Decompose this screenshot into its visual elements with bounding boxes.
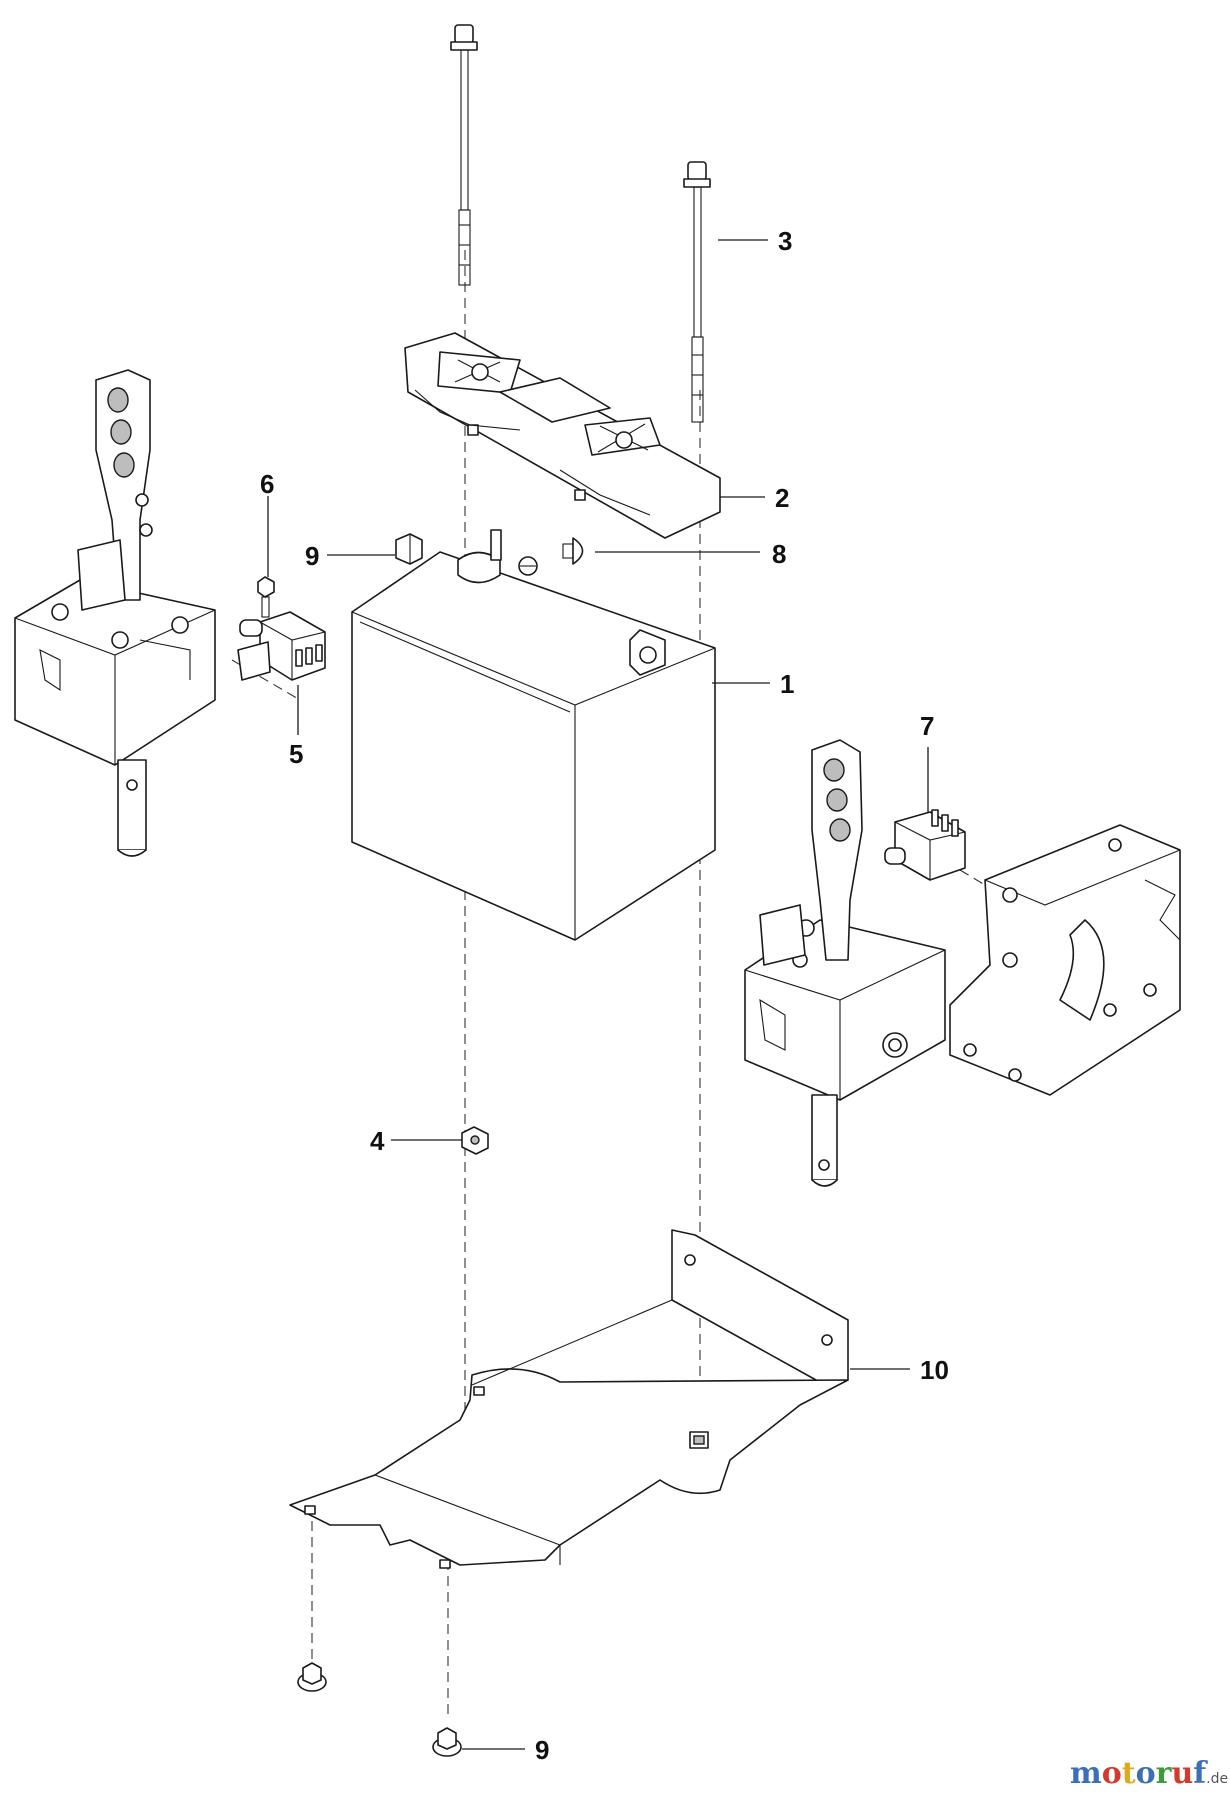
carriage-bolt <box>562 537 584 565</box>
flange-nut-lower-left <box>297 1662 327 1692</box>
wm-m: m <box>1070 1756 1102 1791</box>
callout-5: 5 <box>289 739 303 769</box>
wm-t: t <box>1122 1756 1136 1791</box>
battery <box>351 529 716 941</box>
switch-right <box>884 809 966 881</box>
wm-o1: o <box>1102 1756 1122 1791</box>
leader-lines <box>267 239 929 1750</box>
flange-nut-lower-right <box>432 1727 462 1757</box>
callout-numbers: 1 2 3 4 5 6 7 8 9 9 10 <box>260 226 949 1765</box>
wm-r: r <box>1156 1756 1173 1791</box>
right-lever-assembly <box>744 739 946 1187</box>
battery-hold-down-bracket <box>404 332 721 539</box>
hex-nut-top <box>395 533 423 565</box>
cage-nut <box>461 1126 489 1155</box>
switch-left <box>237 611 326 681</box>
callout-9-top: 9 <box>305 541 319 571</box>
wm-suffix: .de <box>1206 1771 1228 1787</box>
wm-o2: o <box>1136 1756 1156 1791</box>
callout-7: 7 <box>920 711 934 741</box>
battery-tray <box>289 1229 849 1569</box>
long-bolt-right <box>683 161 711 423</box>
small-screw <box>257 576 275 618</box>
long-bolt-left <box>450 24 478 286</box>
wm-f: f <box>1193 1756 1208 1791</box>
left-lever-assembly <box>14 369 216 857</box>
watermark-logo: motoruf.de <box>1070 1756 1228 1791</box>
right-mounting-bracket <box>949 824 1181 1096</box>
callout-8: 8 <box>772 539 786 569</box>
callout-10: 10 <box>920 1355 949 1385</box>
callout-4: 4 <box>370 1126 385 1156</box>
callout-1: 1 <box>780 669 794 699</box>
callout-3: 3 <box>778 226 792 256</box>
callout-9-bottom: 9 <box>535 1735 549 1765</box>
wm-u: u <box>1171 1756 1193 1791</box>
callout-2: 2 <box>775 483 789 513</box>
callout-6: 6 <box>260 469 274 499</box>
